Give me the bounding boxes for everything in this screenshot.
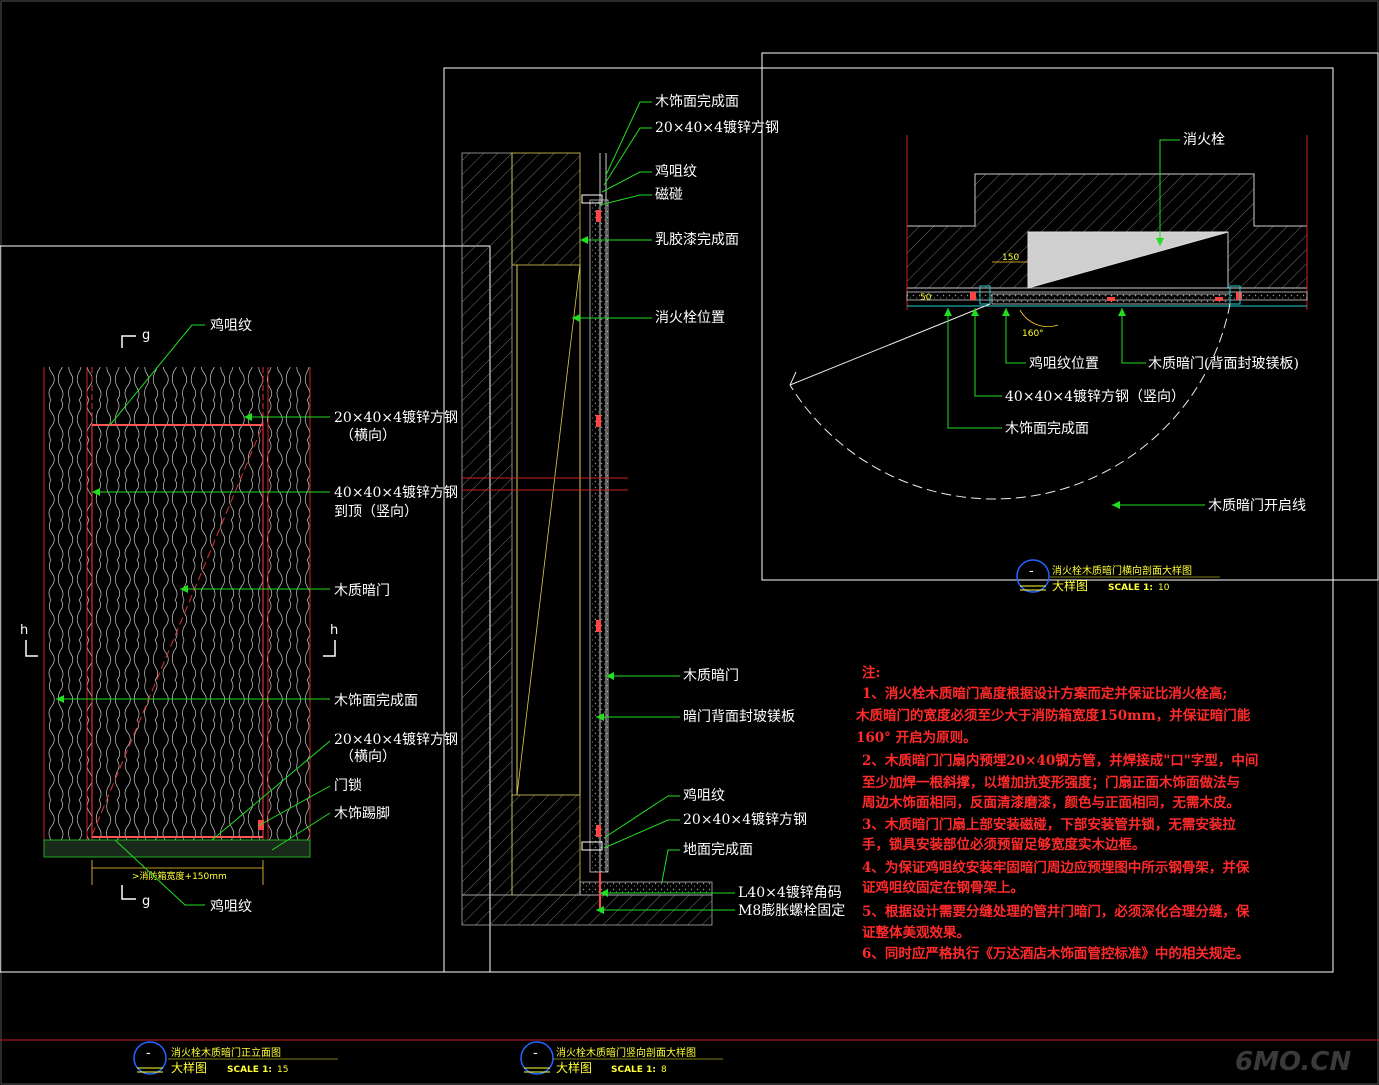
notes-block: 注: 1、消火栓木质暗门高度根据设计方案而定并保证比消火栓高; 木质暗门的宽度必… [855,664,1258,962]
section-mark-g-top: g [142,328,150,343]
vs-label-steel-top: 20×40×4镀锌方钢 [655,119,779,136]
hs-label-fire-hydrant: 消火栓 [1183,132,1225,148]
label-steel-40x40: 40×40×4镀锌方钢 [334,484,458,501]
vs-scale-value: 8 [661,1065,667,1075]
elevation-scale-value: 15 [277,1065,288,1075]
title-block-elevation: - 消火栓木质暗门正立面图 大样图 SCALE 1: 15 [133,1041,338,1075]
vertical-section-labels: 木饰面完成面 20×40×4镀锌方钢 鸡咀纹 磁碰 乳胶漆完成面 消火栓位置 木… [655,94,845,919]
note-line: 木质暗门的宽度必须至少大于消防箱宽度150mm，并保证暗门能 [855,707,1251,724]
note-line: 手，锁具安装部位必须预留足够宽度实木边框。 [862,836,1146,853]
elevation-scale-label: SCALE 1: [227,1065,272,1075]
svg-text:-: - [533,1046,538,1061]
note-line: 2、木质暗门门扇内预埋20×40钢方管，并焊接成"口"字型，中间 [862,752,1258,769]
note-line: 160° 开启为原则。 [856,729,977,746]
note-line: 周边木饰面相同，反面清漆磨漆，颜色与正面相同，无需木皮。 [862,794,1240,811]
elevation-labels: 鸡咀纹 20×40×4镀锌方钢 （横向） 40×40×4镀锌方钢 到顶（竖向） … [210,317,458,915]
vs-label-magnetic-catch: 磁碰 [655,187,683,203]
hs-scale-label: SCALE 1: [1108,583,1153,593]
note-line: 6、同时应严格执行《万达酒店木饰面管控标准》中的相关规定。 [862,945,1249,962]
label-wood-skirting: 木饰踢脚 [334,806,390,822]
label-wood-finish: 木饰面完成面 [334,693,418,709]
vs-label-steel-bottom: 20×40×4镀锌方钢 [683,811,807,828]
label-chicken-beak-top: 鸡咀纹 [210,317,252,334]
svg-text:-: - [1029,564,1034,579]
note-line: 至少加焊一根斜撑，以增加抗变形强度；门扇正面木饰面做法与 [862,774,1240,791]
vs-label-chicken-beak-bottom: 鸡咀纹 [683,787,725,804]
label-chicken-beak-bottom: 鸡咀纹 [210,898,252,915]
horizontal-section-drawing: 150 50 160° [789,135,1308,500]
section-mark-h-right: h [330,623,338,638]
note-line: 3、木质暗门门扇上部安装磁碰，下部安装管井锁，无需安装拉 [862,816,1236,833]
vs-label-floor-finish: 地面完成面 [683,842,753,858]
note-line: 4、为保证鸡咀纹安装牢固暗门周边应预埋图中所示钢骨架，并保 [862,859,1250,876]
label-wood-hidden-door: 木质暗门 [334,583,390,599]
vs-label-wood-finish: 木饰面完成面 [655,94,739,110]
hs-label-steel-vertical: 40×40×4镀锌方钢（竖向） [1005,388,1185,405]
hs-label-wood-door-mgo: 木质暗门(背面封玻镁板) [1148,356,1299,372]
vs-label-angle-bracket: L40×4镀锌角码 [738,884,842,901]
elevation-title: 消火栓木质暗门正立面图 [171,1046,281,1059]
label-steel-20x40-bottom: 20×40×4镀锌方钢 [334,731,458,748]
vertical-section-drawing [461,152,713,926]
vs-title: 消火栓木质暗门竖向剖面大样图 [556,1046,696,1059]
hs-title: 消火栓木质暗门横向剖面大样图 [1052,564,1192,577]
title-block-horizontal-section: - 消火栓木质暗门横向剖面大样图 大样图 SCALE 1: 10 [1016,559,1220,593]
vs-label-expansion-bolt: M8膨胀螺栓固定 [738,902,845,919]
horizontal-section-leaders [944,139,1205,509]
elevation-leaders [56,324,331,906]
vs-label-chicken-beak-top: 鸡咀纹 [655,163,697,180]
hs-label-wood-finish: 木饰面完成面 [1005,421,1089,437]
note-line: 5、根据设计需要分缝处理的管井门暗门，必须深化合理分缝，保 [862,903,1250,920]
hs-subtitle: 大样图 [1052,578,1088,593]
notes-heading: 注: [862,664,880,681]
hs-dim-150: 150 [1002,253,1019,263]
section-mark-g-bottom: g [142,894,150,909]
section-mark-h-left: h [20,623,28,638]
elevation-subtitle: 大样图 [171,1060,207,1075]
vs-label-hydrant-position: 消火栓位置 [655,310,725,326]
label-to-top-vertical: 到顶（竖向） [334,504,418,520]
note-line: 1、消火栓木质暗门高度根据设计方案而定并保证比消火栓高; [862,685,1227,702]
vs-subtitle: 大样图 [556,1060,592,1075]
hs-dim-50: 50 [920,293,932,303]
hs-scale-value: 10 [1158,583,1170,593]
vs-scale-label: SCALE 1: [611,1065,656,1075]
horizontal-section-labels: 消火栓 鸡咀纹位置 木质暗门(背面封玻镁板) 40×40×4镀锌方钢（竖向） 木… [1005,132,1306,514]
hs-label-opening-line: 木质暗门开启线 [1208,498,1306,514]
svg-text:-: - [146,1046,151,1061]
title-block-vertical-section: - 消火栓木质暗门竖向剖面大样图 大样图 SCALE 1: 8 [520,1041,723,1075]
note-line: 证整体美观效果。 [862,924,970,941]
hs-label-chicken-beak-position: 鸡咀纹位置 [1029,355,1099,372]
vs-label-wood-door: 木质暗门 [683,668,739,684]
hs-dim-160deg: 160° [1022,329,1044,339]
elevation-dimension: >消防箱宽度+150mm [132,870,227,882]
elevation-drawing: g g h h >消防箱宽度+150mm [20,328,338,909]
note-line: 证鸡咀纹固定在钢骨架上。 [862,879,1024,896]
label-horizontal-top: （横向） [340,428,396,444]
vs-label-mgo-board: 暗门背面封玻镁板 [683,709,795,725]
vs-label-latex-paint: 乳胶漆完成面 [655,231,739,248]
watermark: 6MO.CN [1235,1047,1351,1077]
label-horizontal-bottom: （横向） [340,749,396,765]
label-steel-20x40-top: 20×40×4镀锌方钢 [334,409,458,426]
label-door-lock: 门锁 [334,778,362,794]
vertical-section-leaders [572,101,735,914]
